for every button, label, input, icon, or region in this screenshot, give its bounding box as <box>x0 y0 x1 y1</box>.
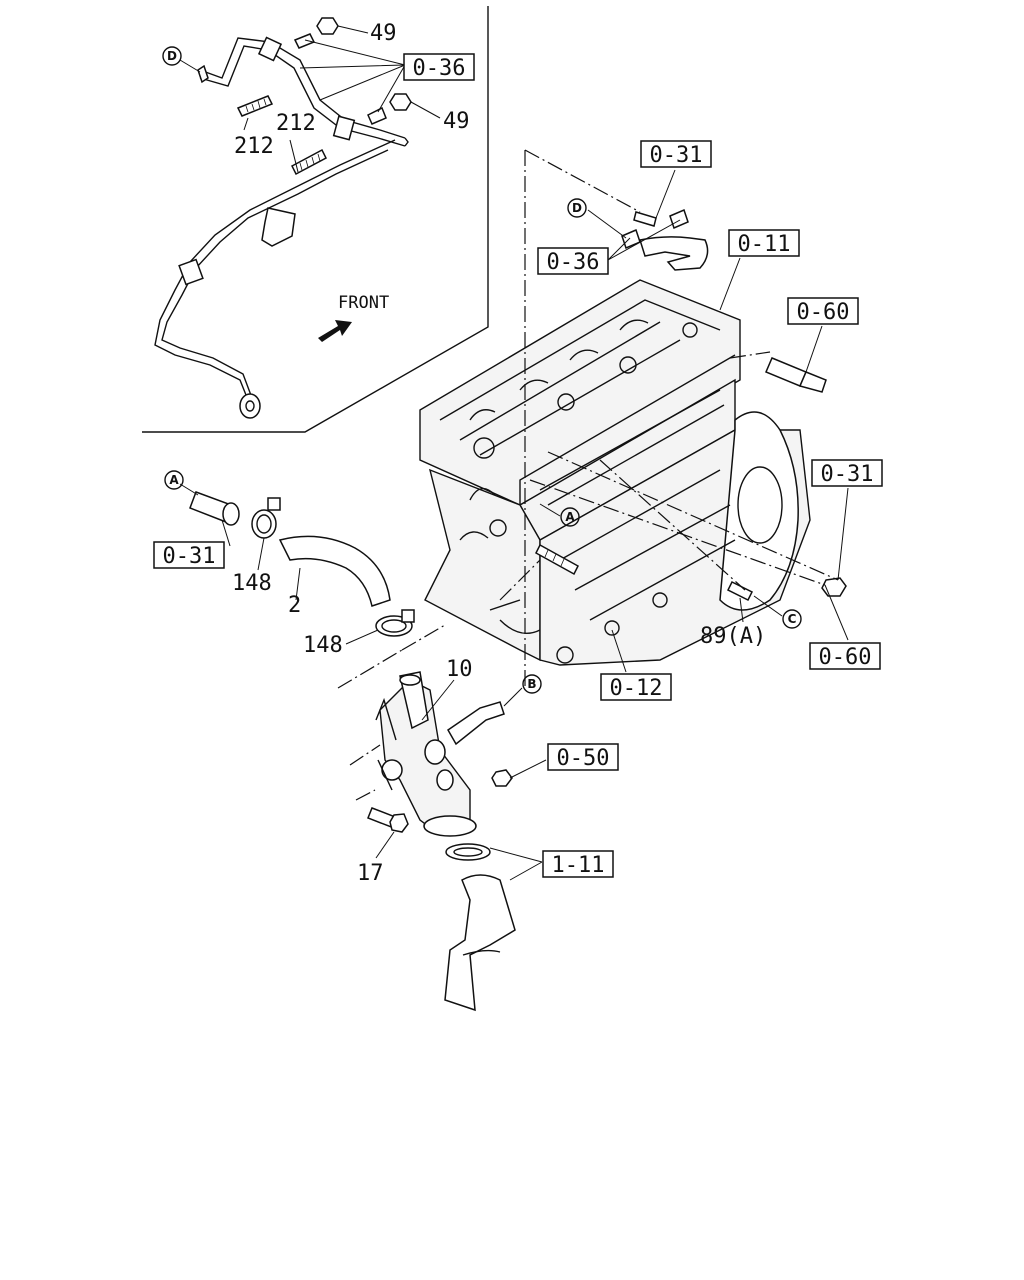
svg-text:0-60: 0-60 <box>819 645 872 670</box>
inset-panel: 49 49 212 212 0-36 D FRONT <box>142 6 489 433</box>
svg-text:D: D <box>572 201 582 215</box>
head-fitting-031 <box>633 211 657 227</box>
engine-block <box>419 208 847 666</box>
temp-sensor <box>765 357 807 387</box>
cylinder-head-deck <box>419 279 741 506</box>
circle-ref-a-engine: A <box>560 507 580 527</box>
svg-text:B: B <box>527 677 536 691</box>
ref-box-0-50: 0-50 <box>547 743 619 771</box>
ref-box-0-31-top: 0-31 <box>640 140 712 168</box>
ref-box-1-11: 1-11 <box>542 850 614 878</box>
nut-050 <box>491 769 513 787</box>
ref-box-0-31-right: 0-31 <box>811 459 883 487</box>
ref-box-0-31-left: 0-31 <box>153 541 225 569</box>
svg-text:A: A <box>169 473 179 487</box>
part-number-49-top: 49 <box>370 21 397 46</box>
svg-text:D: D <box>167 49 177 63</box>
svg-text:0-31: 0-31 <box>650 143 703 168</box>
hose-clamp-148-upper <box>251 509 277 539</box>
ref-box-0-36-top: 0-36 <box>403 53 475 81</box>
block-front-face <box>424 468 541 662</box>
svg-text:0-36: 0-36 <box>413 56 466 81</box>
stud-212-b <box>291 148 327 176</box>
plug-89a <box>726 580 754 602</box>
ref-box-0-11: 0-11 <box>728 229 800 257</box>
circle-ref-a-left: A <box>164 470 184 490</box>
svg-text:0-50: 0-50 <box>557 746 610 771</box>
lower-radiator-hose <box>444 874 516 1012</box>
pipe-clamp-mid <box>332 115 356 141</box>
ref-box-0-60-top: 0-60 <box>787 297 859 325</box>
pipe-clamp-upper <box>257 36 283 62</box>
water-hose-2 <box>278 535 391 607</box>
leader-dashed-lines <box>337 149 839 801</box>
svg-text:C: C <box>788 612 797 626</box>
part-number-89a: 89(A) <box>700 624 766 649</box>
banjo-fitting <box>239 393 261 419</box>
svg-text:0-11: 0-11 <box>738 232 791 257</box>
part-number-148-a: 148 <box>232 571 272 596</box>
part-number-49-mid: 49 <box>443 109 470 134</box>
front-arrow-icon <box>318 320 352 342</box>
ref-box-0-60-right: 0-60 <box>809 642 881 670</box>
svg-text:0-12: 0-12 <box>610 676 663 701</box>
circle-ref-d-mid: D <box>567 198 587 218</box>
thermostat-assembly <box>189 491 516 1012</box>
svg-text:A: A <box>565 510 575 524</box>
svg-text:0-31: 0-31 <box>821 462 874 487</box>
nut-49-mid <box>389 93 412 111</box>
rear-plate <box>719 411 799 611</box>
part-number-17: 17 <box>357 861 384 886</box>
part-number-148-b: 148 <box>303 633 343 658</box>
block-stud <box>535 543 579 576</box>
part-number-212-a: 212 <box>234 134 274 159</box>
part-number-2: 2 <box>288 593 301 618</box>
leader-lines <box>179 169 849 881</box>
svg-text:0-31: 0-31 <box>163 544 216 569</box>
nut-49-top <box>316 17 339 35</box>
circle-ref-c: C <box>782 609 802 629</box>
water-pipe-assembly <box>154 17 412 419</box>
inset-border <box>142 6 489 433</box>
circle-ref-b: B <box>522 674 542 694</box>
stud-212-a <box>236 95 274 117</box>
front-label: FRONT <box>338 293 389 313</box>
svg-text:0-60: 0-60 <box>797 300 850 325</box>
svg-text:0-36: 0-36 <box>547 250 600 275</box>
part-number-212-b: 212 <box>276 111 316 136</box>
ref-box-0-12: 0-12 <box>600 673 672 701</box>
pipe-bracket <box>261 207 296 247</box>
pipe-clamp-lower <box>178 258 204 286</box>
thermostat-inlet <box>423 815 477 837</box>
pipe-end-d <box>197 64 209 84</box>
banjo-bolt-upper <box>293 33 316 49</box>
part-number-10: 10 <box>446 657 473 682</box>
banjo-bolt-lower <box>367 106 387 125</box>
circle-ref-d-top: D <box>162 46 182 66</box>
bypass-hose <box>639 236 709 271</box>
ref-box-0-36-mid: 0-36 <box>537 247 609 275</box>
svg-text:1-11: 1-11 <box>552 853 605 878</box>
gasket-1-11 <box>445 843 491 861</box>
thermostat-outlet-b <box>447 701 505 746</box>
